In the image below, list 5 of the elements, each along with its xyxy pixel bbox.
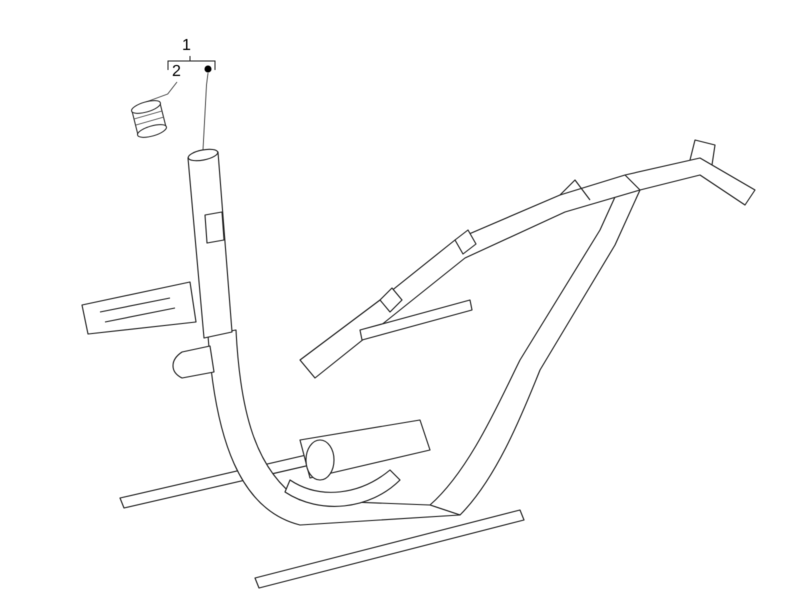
callout-number: 2 <box>172 64 181 80</box>
bushing-drawing <box>131 100 167 138</box>
leader-line <box>202 72 208 150</box>
callout-number: 1 <box>182 38 191 54</box>
scooter-frame-drawing <box>81 139 756 589</box>
